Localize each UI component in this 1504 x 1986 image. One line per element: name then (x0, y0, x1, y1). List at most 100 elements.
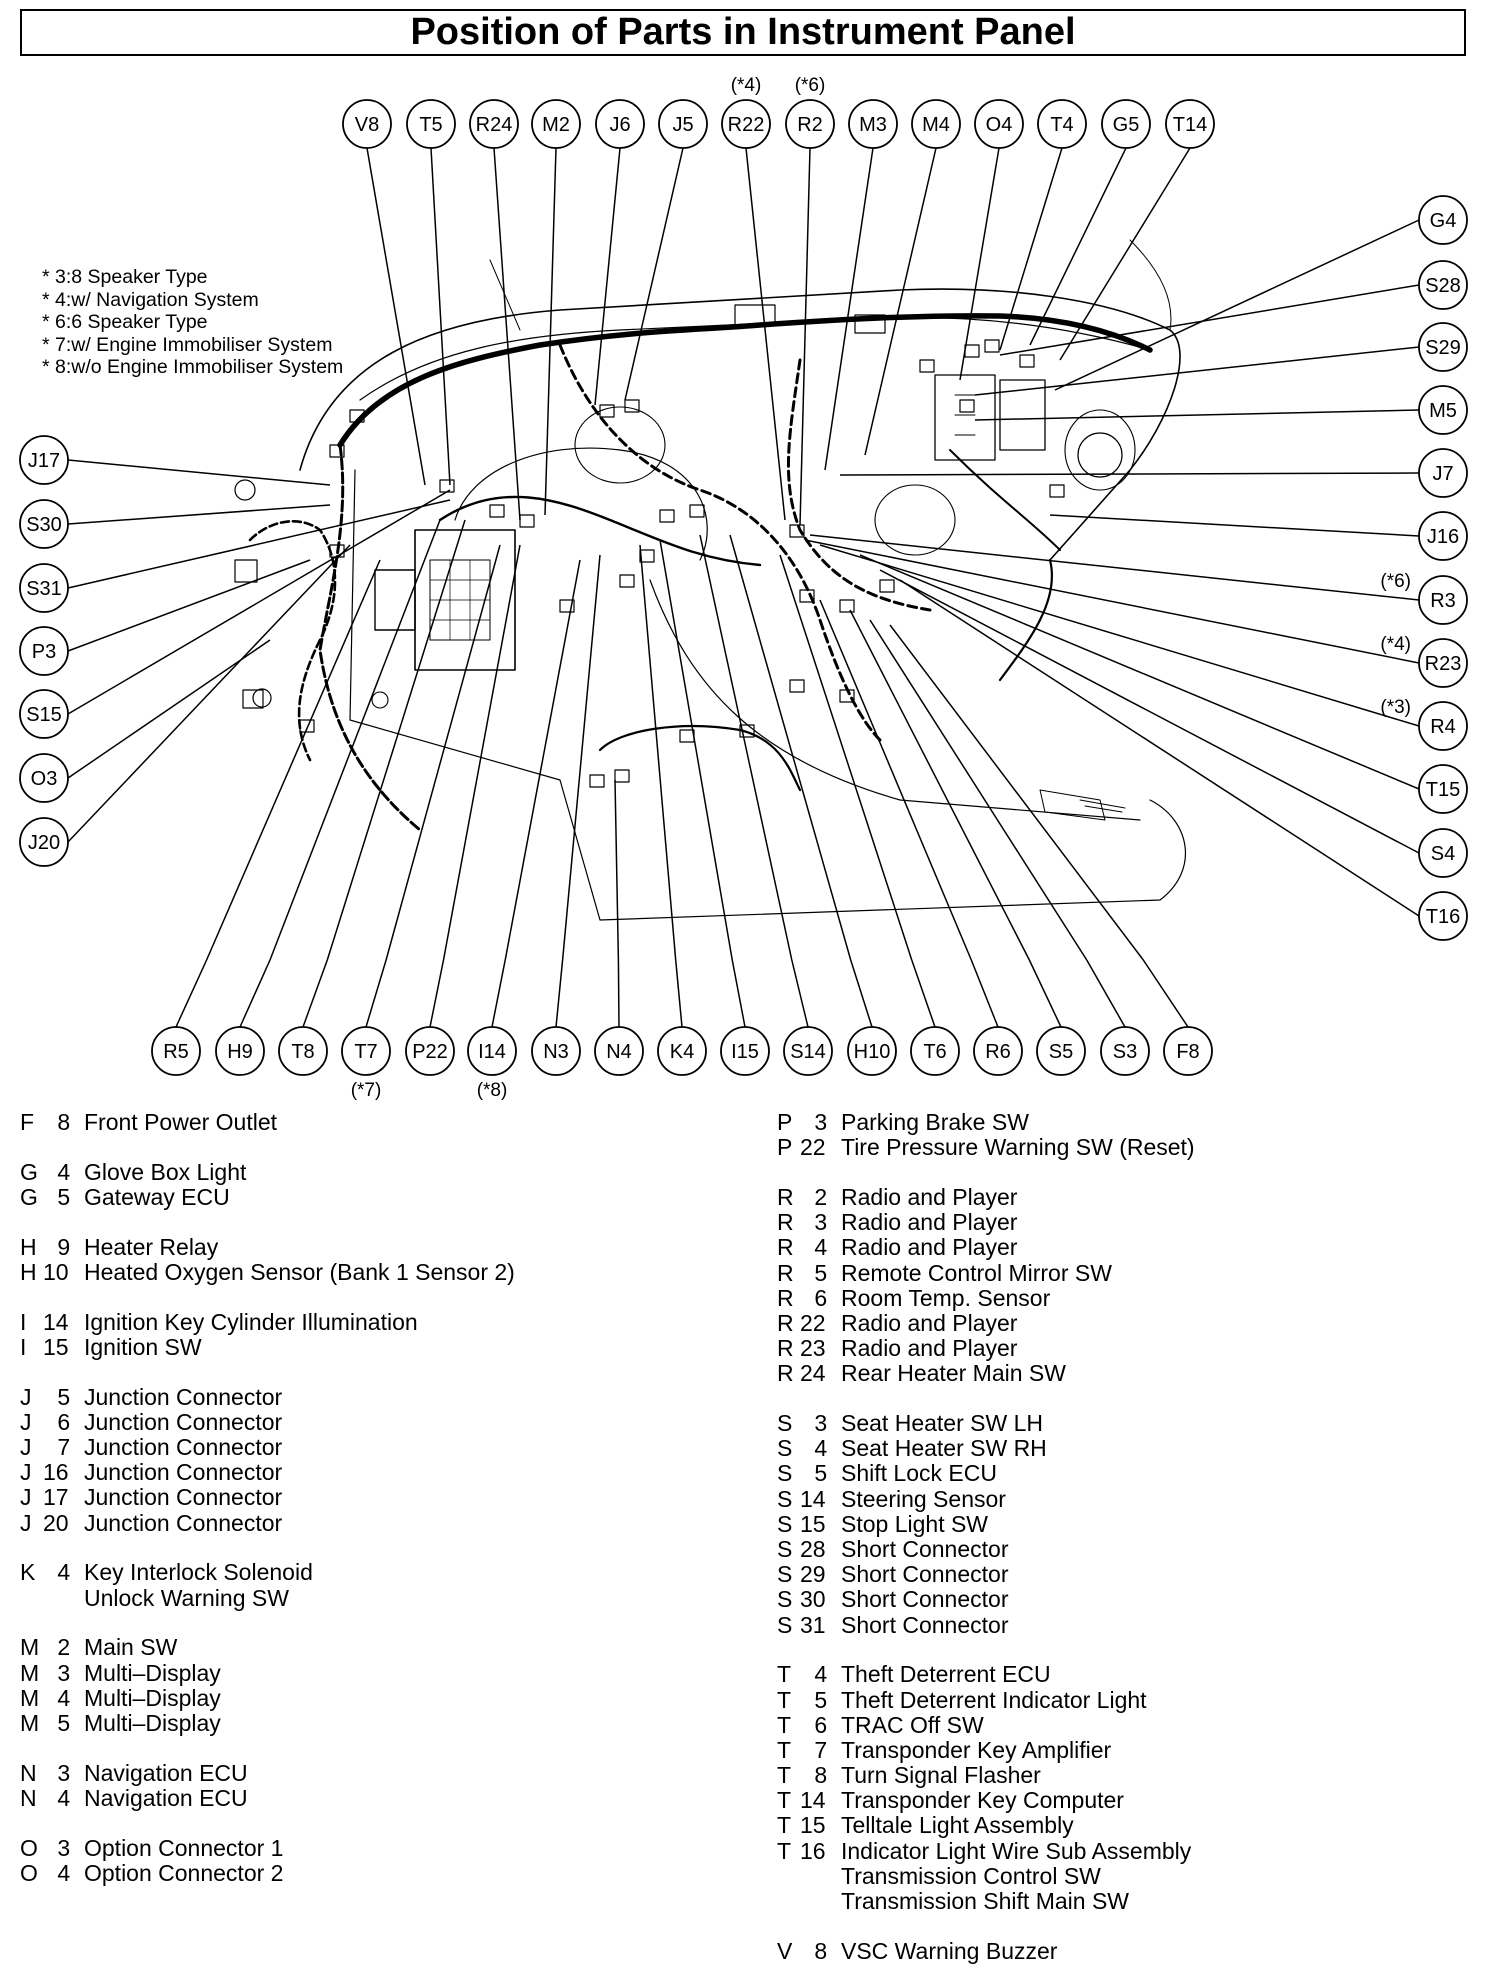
legend-code-number: 3 (51, 1759, 71, 1786)
callout-h9: H9 (215, 1026, 265, 1076)
callout-circle (1100, 1026, 1150, 1076)
callout-f8: F8 (1163, 1026, 1213, 1076)
legend-code-letter: S (777, 1586, 793, 1613)
legend-code-letter: T (777, 1661, 792, 1688)
callout-circle (974, 99, 1024, 149)
callout-code: J16 (1427, 526, 1459, 548)
legend-part-name: Multi–Display (84, 1709, 221, 1736)
legend-code-number: 7 (808, 1736, 828, 1763)
callout-m5: M5 (1418, 385, 1468, 435)
callout-s30: S30 (19, 499, 69, 549)
callout-s14: S14 (783, 1026, 833, 1076)
callout-circle (1165, 99, 1215, 149)
callout-m3: M3 (848, 99, 898, 149)
callout-circle (594, 1026, 644, 1076)
leader-line (67, 544, 351, 843)
callout-circle (19, 626, 69, 676)
callout-note: (*4) (731, 75, 762, 96)
callout-code: R3 (1430, 590, 1456, 612)
legend-code: T 5 (777, 1686, 841, 1713)
legend-code-number: 4 (808, 1234, 828, 1261)
legend-code-number: 3 (51, 1834, 71, 1861)
legend-part-name: Heated Oxygen Sensor (Bank 1 Sensor 2) (84, 1258, 515, 1285)
callout-code: T16 (1426, 906, 1460, 928)
callout-code: S15 (26, 704, 62, 726)
legend-part-name: Transponder Key Amplifier (841, 1736, 1112, 1763)
leader-line (729, 534, 852, 961)
legend-code-letter: J (20, 1459, 32, 1486)
legend-code-number: 29 (800, 1561, 826, 1588)
legend-code (777, 1889, 841, 1914)
legend-part-name: Junction Connector (84, 1459, 283, 1486)
legend-part-name: Short Connector (841, 1561, 1009, 1588)
callout-circle (785, 99, 835, 149)
legend-code-letter: G (20, 1158, 38, 1185)
legend-code-number: 5 (51, 1183, 71, 1210)
legend-code-number: 22 (800, 1309, 826, 1336)
legend-code: P 3 (777, 1109, 841, 1135)
legend-code-number: 5 (808, 1686, 828, 1713)
leader-line (269, 519, 441, 961)
legend-code-number: 9 (51, 1233, 71, 1260)
callout-t5: T5 (406, 99, 456, 149)
leader-line (879, 569, 1420, 854)
legend-part-name: Junction Connector (84, 1509, 283, 1536)
callout-r4: R4(*3) (1380, 697, 1468, 751)
callout-v8: V8 (342, 99, 392, 149)
legend-code-letter (777, 1889, 808, 1914)
callout-t16: T16 (1418, 891, 1468, 941)
legend-code-number: 14 (800, 1787, 826, 1814)
legend-part-name: Room Temp. Sensor (841, 1284, 1051, 1311)
callout-circle (783, 1026, 833, 1076)
leader-line (175, 959, 208, 1028)
legend-part-name: Remote Control Mirror SW (841, 1259, 1112, 1286)
leader-line (442, 544, 521, 961)
leader-line (639, 544, 677, 961)
callout-i15: I15 (720, 1026, 770, 1076)
leader-line (1028, 959, 1062, 1028)
legend-part-name: Navigation ECU (84, 1759, 248, 1786)
legend-code: F 8 (20, 1109, 84, 1135)
callout-circle (1418, 764, 1468, 814)
leader-line (67, 504, 331, 525)
callout-circle (1037, 99, 1087, 149)
legend-part-name: Radio and Player (841, 1209, 1018, 1236)
leader-line (302, 959, 329, 1028)
legend-part-name: Junction Connector (84, 1484, 283, 1511)
callout-code: O4 (986, 114, 1013, 136)
legend-part-name: Radio and Player (841, 1234, 1018, 1261)
legend-code-number: 15 (43, 1333, 69, 1360)
leader-line (791, 959, 809, 1028)
legend-part-name: Unlock Warning SW (84, 1584, 289, 1611)
callout-p22: P22 (405, 1026, 455, 1076)
callout-circle (973, 1026, 1023, 1076)
callout-circle (910, 1026, 960, 1076)
callout-code: S29 (1425, 337, 1461, 359)
legend-code-number: 16 (43, 1459, 69, 1486)
legend-code: M 4 (20, 1685, 84, 1711)
leader-line (67, 559, 311, 652)
legend-gap (20, 1536, 515, 1561)
legend-part-name: Ignition Key Cylinder Illumination (84, 1308, 418, 1335)
leader-line (674, 959, 683, 1028)
callout-j20: J20 (19, 817, 69, 867)
legend-code-letter: S (777, 1510, 793, 1537)
callout-code: T4 (1050, 114, 1073, 136)
